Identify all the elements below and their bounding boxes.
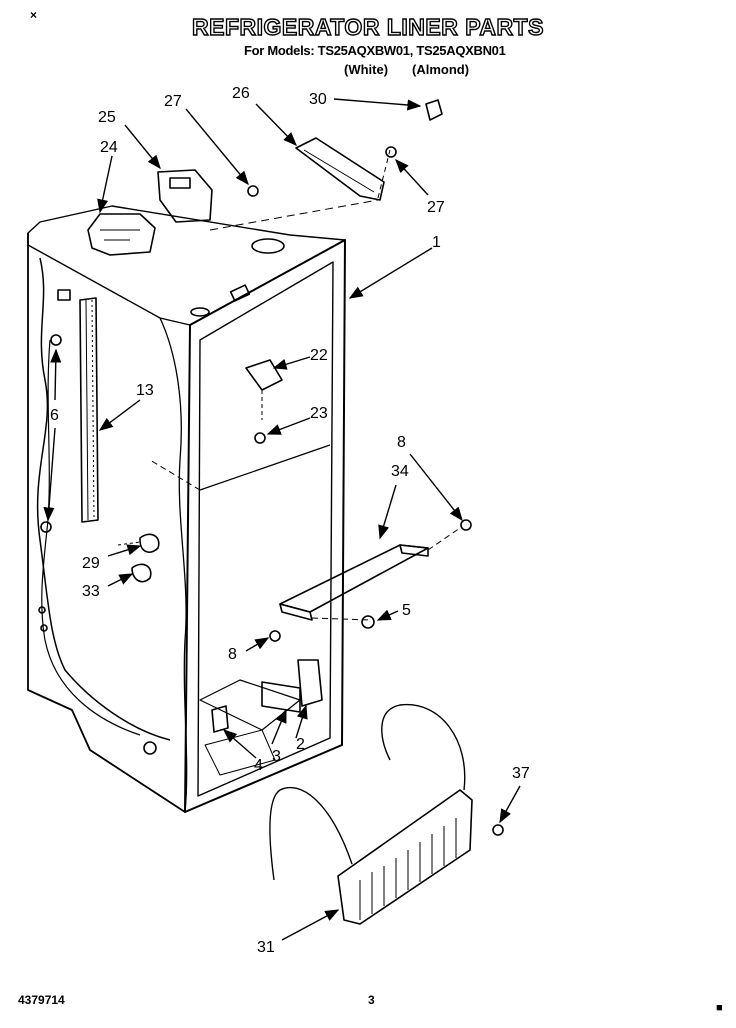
callout-2: 2 — [296, 736, 305, 753]
callout-8: 8 — [397, 434, 406, 451]
callout-3: 3 — [272, 748, 281, 765]
callout-8: 8 — [228, 646, 237, 663]
part-number: 4379714 — [18, 993, 65, 1007]
callout-23: 23 — [310, 405, 328, 422]
callout-6: 6 — [50, 407, 59, 424]
page-number: 3 — [368, 993, 375, 1007]
part-26 — [295, 137, 385, 201]
part-25 — [157, 169, 213, 223]
callout-13: 13 — [136, 382, 154, 399]
callout-31: 31 — [257, 939, 275, 956]
callout-27: 27 — [164, 93, 182, 110]
variant-white: (White) — [344, 62, 389, 77]
corner-mark-top-left: × — [30, 8, 38, 22]
callout-1: 1 — [432, 234, 441, 251]
callout-4: 4 — [254, 757, 263, 774]
liner-cabinet — [27, 205, 346, 813]
callout-26: 26 — [232, 85, 250, 102]
callout-29: 29 — [82, 555, 100, 572]
callout-30: 30 — [309, 91, 327, 108]
callout-33: 33 — [82, 583, 100, 600]
models-line: For Models: TS25AQXBW01, TS25AQXBN01 — [244, 43, 506, 58]
callout-34: 34 — [391, 463, 409, 480]
callout-37: 37 — [512, 765, 530, 782]
callout-5: 5 — [402, 602, 411, 619]
callout-24: 24 — [100, 139, 118, 156]
part-24 — [87, 213, 156, 256]
part-31 — [269, 703, 473, 925]
callout-27: 27 — [427, 199, 445, 216]
callout-25: 25 — [98, 109, 116, 126]
corner-mark-bottom-right: ■ — [716, 1002, 723, 1014]
part-34 — [279, 544, 429, 621]
callout-22: 22 — [310, 347, 328, 364]
variant-almond: (Almond) — [412, 62, 470, 77]
page-title: REFRIGERATOR LINER PARTS — [191, 13, 544, 40]
rail-13 — [79, 297, 99, 523]
